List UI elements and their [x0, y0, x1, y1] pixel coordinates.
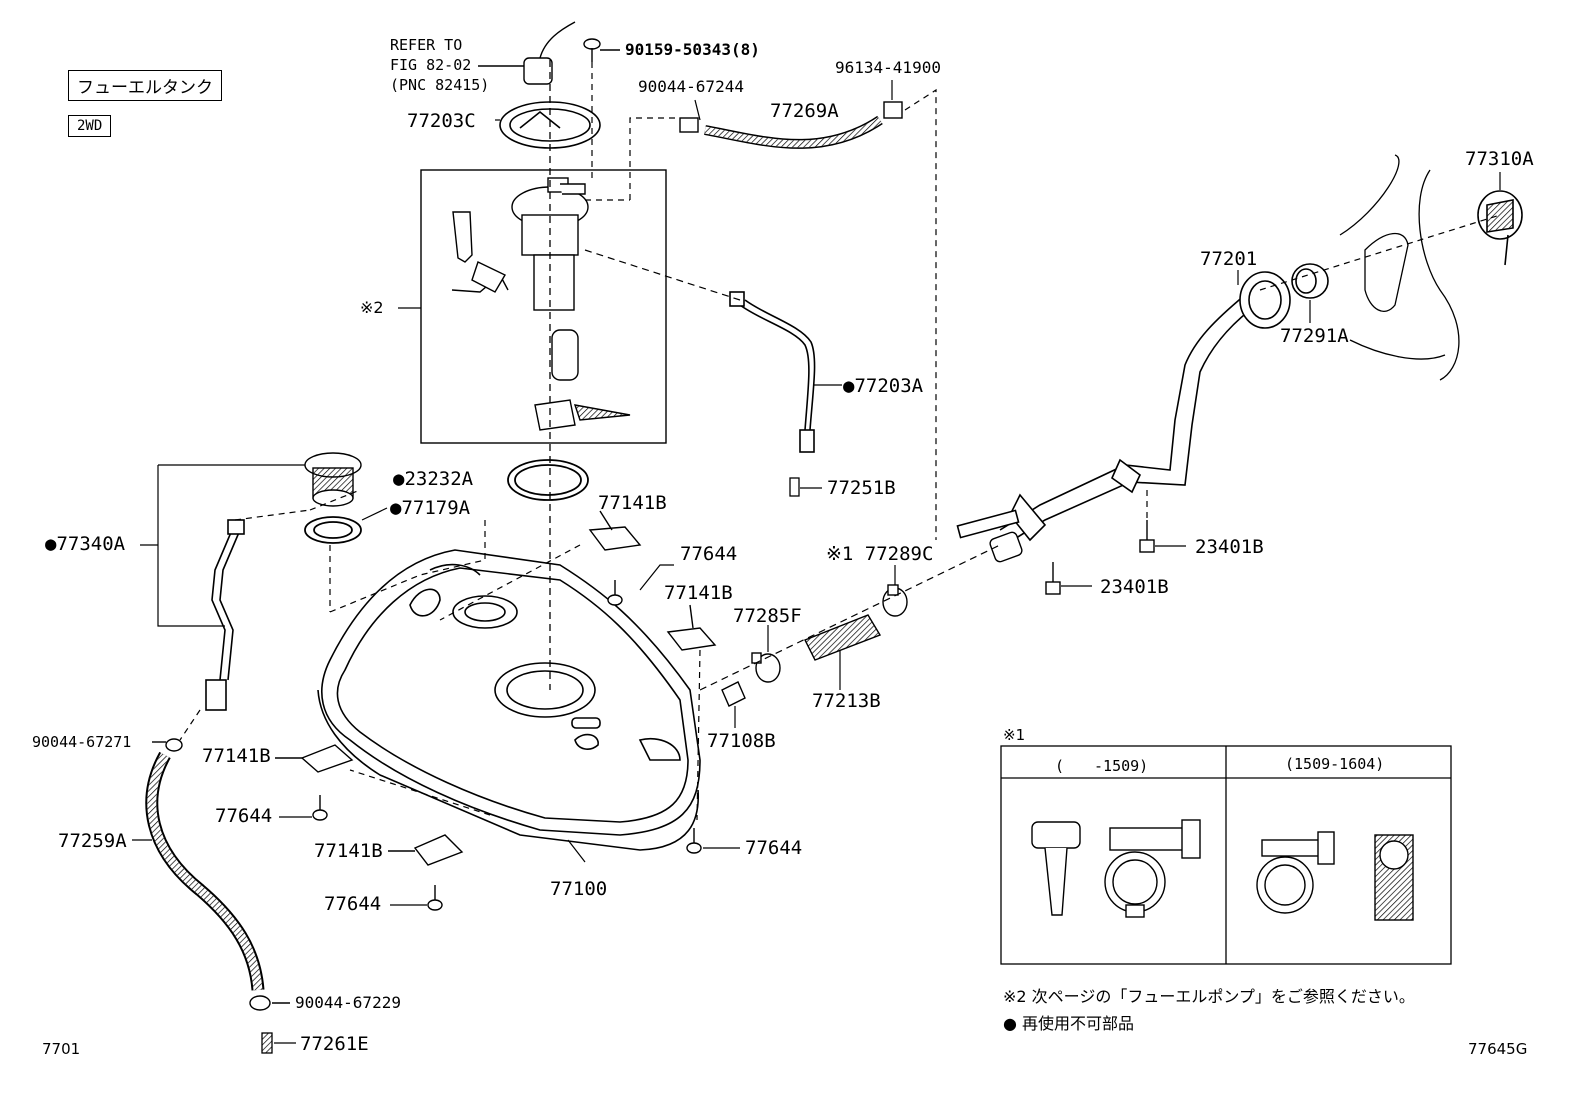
refer-note: REFER TO FIG 82-02 (PNC 82415) [390, 35, 489, 95]
label-90044-67271: 90044-67271 [32, 733, 132, 751]
diagram-title: フューエルタンク [77, 78, 213, 98]
pump-group-box [420, 169, 667, 444]
inset-col-2: (1509-1604) [1285, 755, 1385, 773]
clamp-77285F [751, 652, 781, 683]
label-77644-3: 77644 [324, 893, 382, 915]
clip-90044-67271 [152, 738, 183, 752]
fuel-cap-77310A [1477, 190, 1523, 266]
footer-code-right: 77645G [1468, 1040, 1528, 1058]
filler-pipe-77201 [956, 271, 1291, 546]
label-77141B-1: 77141B [598, 492, 667, 514]
clamp-type-b [1256, 831, 1414, 921]
sub-tank-cap [304, 452, 362, 507]
bracket-set [275, 510, 717, 911]
label-77285F: 77285F [733, 605, 802, 627]
label-77644-4: 77644 [745, 837, 803, 859]
footer-code-left: 7701 [42, 1040, 81, 1058]
label-77141B-2: 77141B [664, 582, 733, 604]
gasket-23232A [507, 459, 589, 501]
label-77310A: 77310A [1465, 148, 1534, 170]
label-77259A: 77259A [58, 830, 127, 852]
label-77291A: 77291A [1280, 325, 1349, 347]
label-77261E: 77261E [300, 1033, 369, 1055]
fuel-pump-assembly [451, 177, 631, 431]
hose-77213B [804, 614, 882, 661]
variant-label: 2WD [77, 118, 103, 134]
label-90044-67229: 90044-67229 [295, 993, 401, 1012]
plug-77261E [261, 1032, 296, 1054]
bolts-23401B [1045, 520, 1155, 595]
label-77203A: ●77203A [843, 375, 924, 397]
label-77141B-3: 77141B [202, 745, 271, 767]
inset-col-1: ( -1509) [1055, 757, 1149, 775]
label-90044-67244: 90044-67244 [638, 77, 744, 96]
inset-table [1000, 745, 1452, 965]
body-panel [1339, 154, 1460, 381]
label-77251B: 77251B [827, 477, 896, 499]
diagram-title-box: フューエルタンク [68, 70, 222, 101]
label-77644-2: 77644 [215, 805, 273, 827]
inset-mark: ※1 [1003, 726, 1026, 744]
neck-ring-77291A [1291, 263, 1329, 299]
label-77201: 77201 [1200, 248, 1258, 270]
label-77100: 77100 [550, 878, 608, 900]
screw-90159 [583, 38, 620, 62]
label-77108B: 77108B [707, 730, 776, 752]
fuel-tank [317, 549, 701, 851]
label-77179A: ●77179A [390, 497, 471, 519]
legend-non-reusable: ● 再使用不可部品 [1003, 1014, 1135, 1033]
clamp-type-a [1031, 819, 1201, 918]
label-90159: 90159-50343(8) [625, 40, 760, 59]
label-23232A: ●23232A [393, 468, 474, 490]
label-96134: 96134-41900 [835, 58, 941, 77]
refer-line-1: REFER TO [390, 36, 463, 54]
refer-line-3: (PNC 82415) [390, 76, 490, 94]
label-77644-1: 77644 [680, 543, 738, 565]
label-77289C: ※1 77289C [826, 543, 934, 565]
label-77340A: ●77340A [45, 533, 126, 555]
filler-vent-tube [205, 519, 245, 711]
connector [478, 21, 576, 85]
label-77141B-4: 77141B [314, 840, 383, 862]
variant-box: 2WD [68, 115, 112, 137]
note-pump-reference: ※2 次ページの「フューエルポンプ」をご参照ください。 [1003, 987, 1415, 1006]
label-77213B: 77213B [812, 690, 881, 712]
clamp-77289C [882, 584, 908, 617]
label-77269A: 77269A [770, 100, 839, 122]
vent-hose-77269A [679, 101, 903, 149]
refer-line-2: FIG 82-02 [390, 56, 472, 74]
ring-77179A [304, 516, 362, 544]
fuel-tube-77203A [729, 291, 816, 453]
label-77203C: 77203C [407, 110, 476, 132]
clip-90044-67229 [249, 995, 290, 1011]
label-23401B-2: 23401B [1100, 576, 1169, 598]
grommet-77108B [721, 681, 746, 707]
label-mark2: ※2 [360, 298, 384, 317]
hose-77259A [145, 751, 265, 991]
label-23401B-1: 23401B [1195, 536, 1264, 558]
